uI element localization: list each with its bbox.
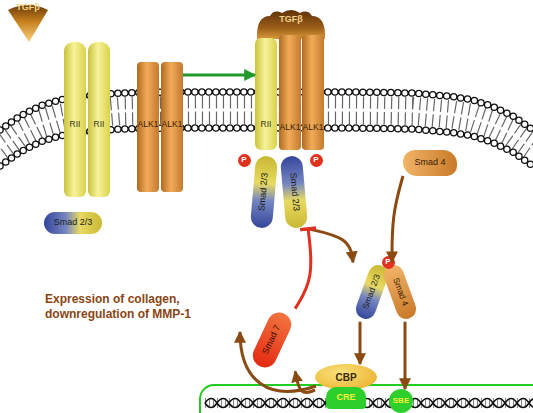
receptor-rii: RII xyxy=(64,42,86,197)
node-label: Smad 4 xyxy=(391,277,410,308)
dna-element: CRE xyxy=(326,387,366,409)
node-label: RII xyxy=(70,120,81,129)
dna-strand xyxy=(205,399,533,408)
node-label: Smad 2/3 xyxy=(54,218,93,228)
phosphate-group: P xyxy=(382,256,395,269)
ligand: TGFβ xyxy=(6,2,50,42)
receptor-rii: RII xyxy=(88,42,110,197)
smad-protein: Smad 4 xyxy=(381,262,419,321)
inhibition-line xyxy=(295,229,311,309)
receptor-alk1: ALK1 xyxy=(161,62,183,192)
node-label: P xyxy=(241,156,246,165)
node-label: TGFβ xyxy=(279,15,303,25)
node-label: ALK1 xyxy=(162,120,183,129)
node-label: RII xyxy=(94,120,105,129)
smad-protein: Smad 2/3 xyxy=(44,212,102,234)
signal-arrow xyxy=(295,371,315,392)
phosphate-group: P xyxy=(310,154,323,167)
activation-arrow xyxy=(183,74,255,77)
signal-arrow xyxy=(392,176,403,262)
receptor-alk1: ALK1 xyxy=(137,62,159,192)
node-label: Smad 2/3 xyxy=(287,172,300,211)
nucleus-outline xyxy=(200,385,533,413)
node-label: Smad 7 xyxy=(261,324,283,356)
node-label: RII xyxy=(261,120,272,129)
node-label: ALK1 xyxy=(303,123,324,132)
node-label: ALK1 xyxy=(280,123,301,132)
node-label: Smad 2/3 xyxy=(361,273,382,310)
node-label: TGFβ xyxy=(16,3,40,13)
phosphate-group: P xyxy=(238,154,251,167)
node-label: P xyxy=(313,156,318,165)
node-label: Smad 2/3 xyxy=(257,172,270,211)
receptor-rii: RII xyxy=(255,38,277,150)
connector-group xyxy=(183,75,405,393)
node-label: ALK1 xyxy=(138,120,159,129)
node-label: CRE xyxy=(336,393,355,403)
smad-protein: Smad 4 xyxy=(403,150,457,176)
signal-arrow xyxy=(308,229,353,262)
dna-element: SBE xyxy=(389,389,413,413)
receptor-alk1: ALK1 xyxy=(302,35,324,150)
signal-arrow xyxy=(359,322,362,364)
node-label: CBP xyxy=(335,372,356,383)
smad-protein: Smad 7 xyxy=(249,309,295,372)
signal-arrow xyxy=(404,322,407,389)
node-label: Smad 4 xyxy=(414,158,445,168)
dna-strand xyxy=(205,399,533,408)
effect-note: Expression of collagen, downregulation o… xyxy=(45,292,225,322)
smad-protein: Smad 2/3 xyxy=(250,155,278,229)
node-label: SBE xyxy=(393,397,409,406)
node-label: P xyxy=(385,258,390,267)
receptor-alk1: ALK1 xyxy=(279,35,301,150)
smad-protein: Smad 2/3 xyxy=(280,155,308,229)
